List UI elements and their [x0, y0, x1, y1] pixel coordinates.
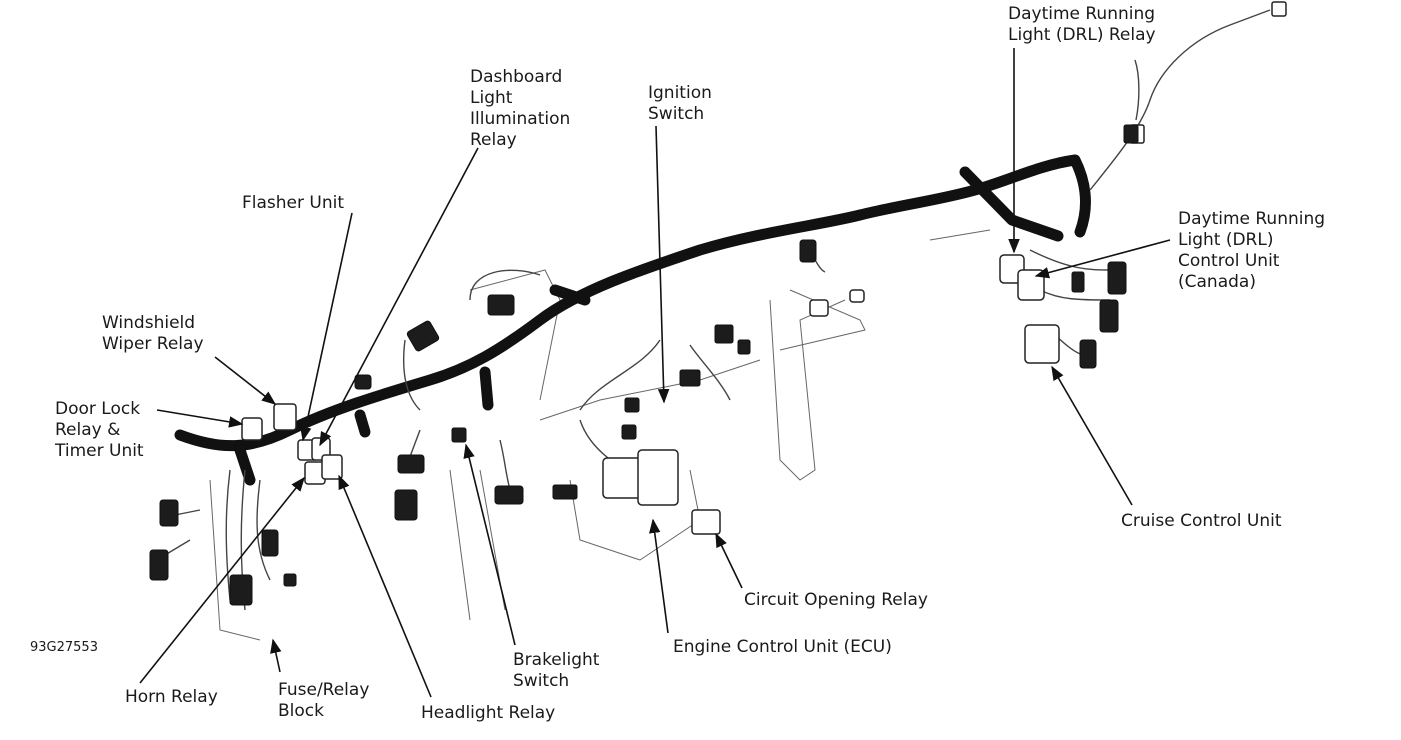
label-line: Horn Relay [125, 687, 218, 707]
label-line: Switch [513, 671, 570, 691]
label-fuse-block: Fuse/Relay Block [278, 680, 369, 722]
label-line: Flasher Unit [242, 193, 345, 213]
label-line: Daytime Running [1178, 209, 1326, 229]
label-line: Light [470, 88, 513, 108]
label-flasher-unit: Flasher Unit [242, 193, 344, 214]
label-line: Fuse/Relay [278, 680, 370, 700]
label-line: (Canada) [1178, 272, 1256, 292]
label-line: Block [278, 701, 324, 721]
leader-lines [139, 48, 1171, 698]
figure-code: 93G27553 [30, 640, 98, 655]
label-line: Dashboard [470, 67, 563, 87]
label-line: Wiper Relay [102, 334, 204, 354]
label-ignition-switch: Ignition Switch [648, 83, 712, 125]
label-line: Windshield [102, 313, 196, 333]
label-line: Circuit Opening Relay [744, 590, 928, 610]
label-line: Door Lock [55, 399, 141, 419]
dashboard-frame [209, 229, 991, 641]
label-brakelight: Brakelight Switch [513, 650, 599, 692]
label-dashboard-relay: Dashboard Light Illumination Relay [470, 67, 570, 151]
label-drl-control-unit: Daytime Running Light (DRL) Control Unit… [1178, 209, 1325, 293]
label-headlight-relay: Headlight Relay [421, 703, 555, 724]
label-line: Cruise Control Unit [1121, 511, 1282, 531]
label-cruise-control: Cruise Control Unit [1121, 511, 1282, 532]
label-line: Ignition [648, 83, 712, 103]
label-horn-relay: Horn Relay [125, 687, 218, 708]
connectors-dark [149, 124, 1139, 606]
connectors-outlined [241, 1, 1287, 535]
label-line: Daytime Running [1008, 4, 1156, 24]
label-drl-relay: Daytime Running Light (DRL) Relay [1008, 4, 1156, 46]
label-line: Headlight Relay [421, 703, 556, 723]
label-line: Relay & [55, 420, 121, 440]
label-circuit-opening: Circuit Opening Relay [744, 590, 928, 611]
label-line: Control Unit [1178, 251, 1280, 271]
label-line: Light (DRL) Relay [1008, 25, 1156, 45]
label-line: Illumination [470, 109, 571, 129]
label-line: Relay [470, 130, 517, 150]
label-wiper-relay: Windshield Wiper Relay [102, 313, 204, 355]
label-ecu: Engine Control Unit (ECU) [673, 637, 892, 658]
label-line: Switch [648, 104, 705, 124]
label-line: Timer Unit [55, 441, 144, 461]
label-line: Light (DRL) [1178, 230, 1274, 250]
label-line: Brakelight [513, 650, 600, 670]
label-line: Engine Control Unit (ECU) [673, 637, 892, 657]
main-harness [174, 154, 1091, 486]
label-door-lock: Door Lock Relay & Timer Unit [55, 399, 144, 462]
